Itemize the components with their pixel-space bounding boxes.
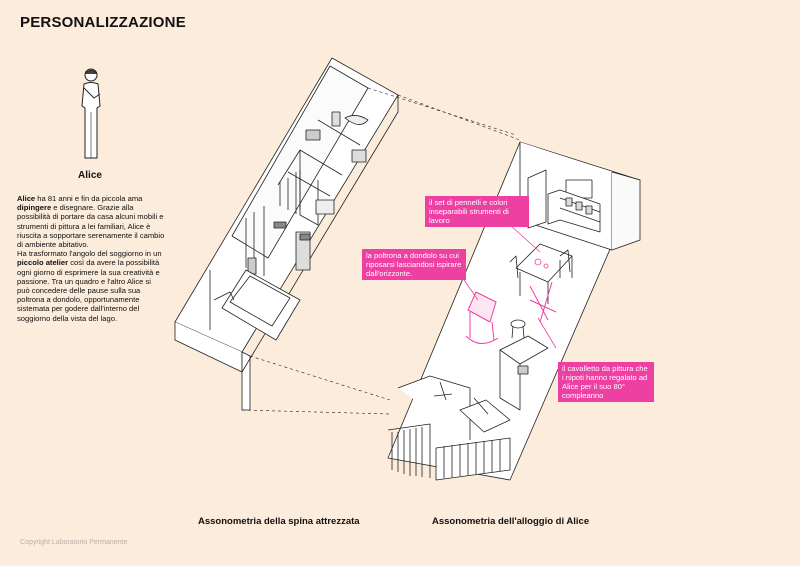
left-axonometry: [174, 57, 399, 411]
callout-easel: il cavalletto da pittura che i nipoti ha…: [558, 362, 654, 402]
desc-bold-1: dipingere: [17, 203, 52, 213]
desc-text-1a: ha 81 anni e fin da piccola ama: [35, 194, 143, 203]
caption-spina: Assonometria della spina attrezzata: [198, 516, 360, 527]
right-axonometry: [387, 141, 641, 481]
callout-rocking-chair: la poltrona a dondolo su cui riposarsi l…: [362, 249, 466, 280]
callout-brushes: il set di pennelli e colori inseparabili…: [425, 196, 529, 227]
desc-bold-2: piccolo atelier: [17, 258, 69, 268]
page-title: PERSONALIZZAZIONE: [20, 14, 186, 31]
person-figure: [81, 68, 101, 159]
caption-alloggio: Assonometria dell'alloggio di Alice: [432, 516, 590, 527]
desc-text-2a: Ha trasformato l'angolo del soggiorno in…: [17, 249, 162, 259]
person-name: Alice: [78, 170, 102, 181]
person-description: Alice ha 81 anni e fin da piccola ama di…: [17, 194, 165, 323]
desc-text-1b: e disegnare. Grazie alla possibilità di …: [17, 203, 165, 250]
connector-lines: [241, 87, 521, 415]
callout-leaders: [463, 224, 557, 349]
desc-name: Alice: [17, 194, 36, 203]
copyright-text: Copyright Laboratorio Permanente: [20, 539, 128, 546]
desc-text-2b: così da avere la possibilità ogni giorno…: [17, 258, 160, 323]
